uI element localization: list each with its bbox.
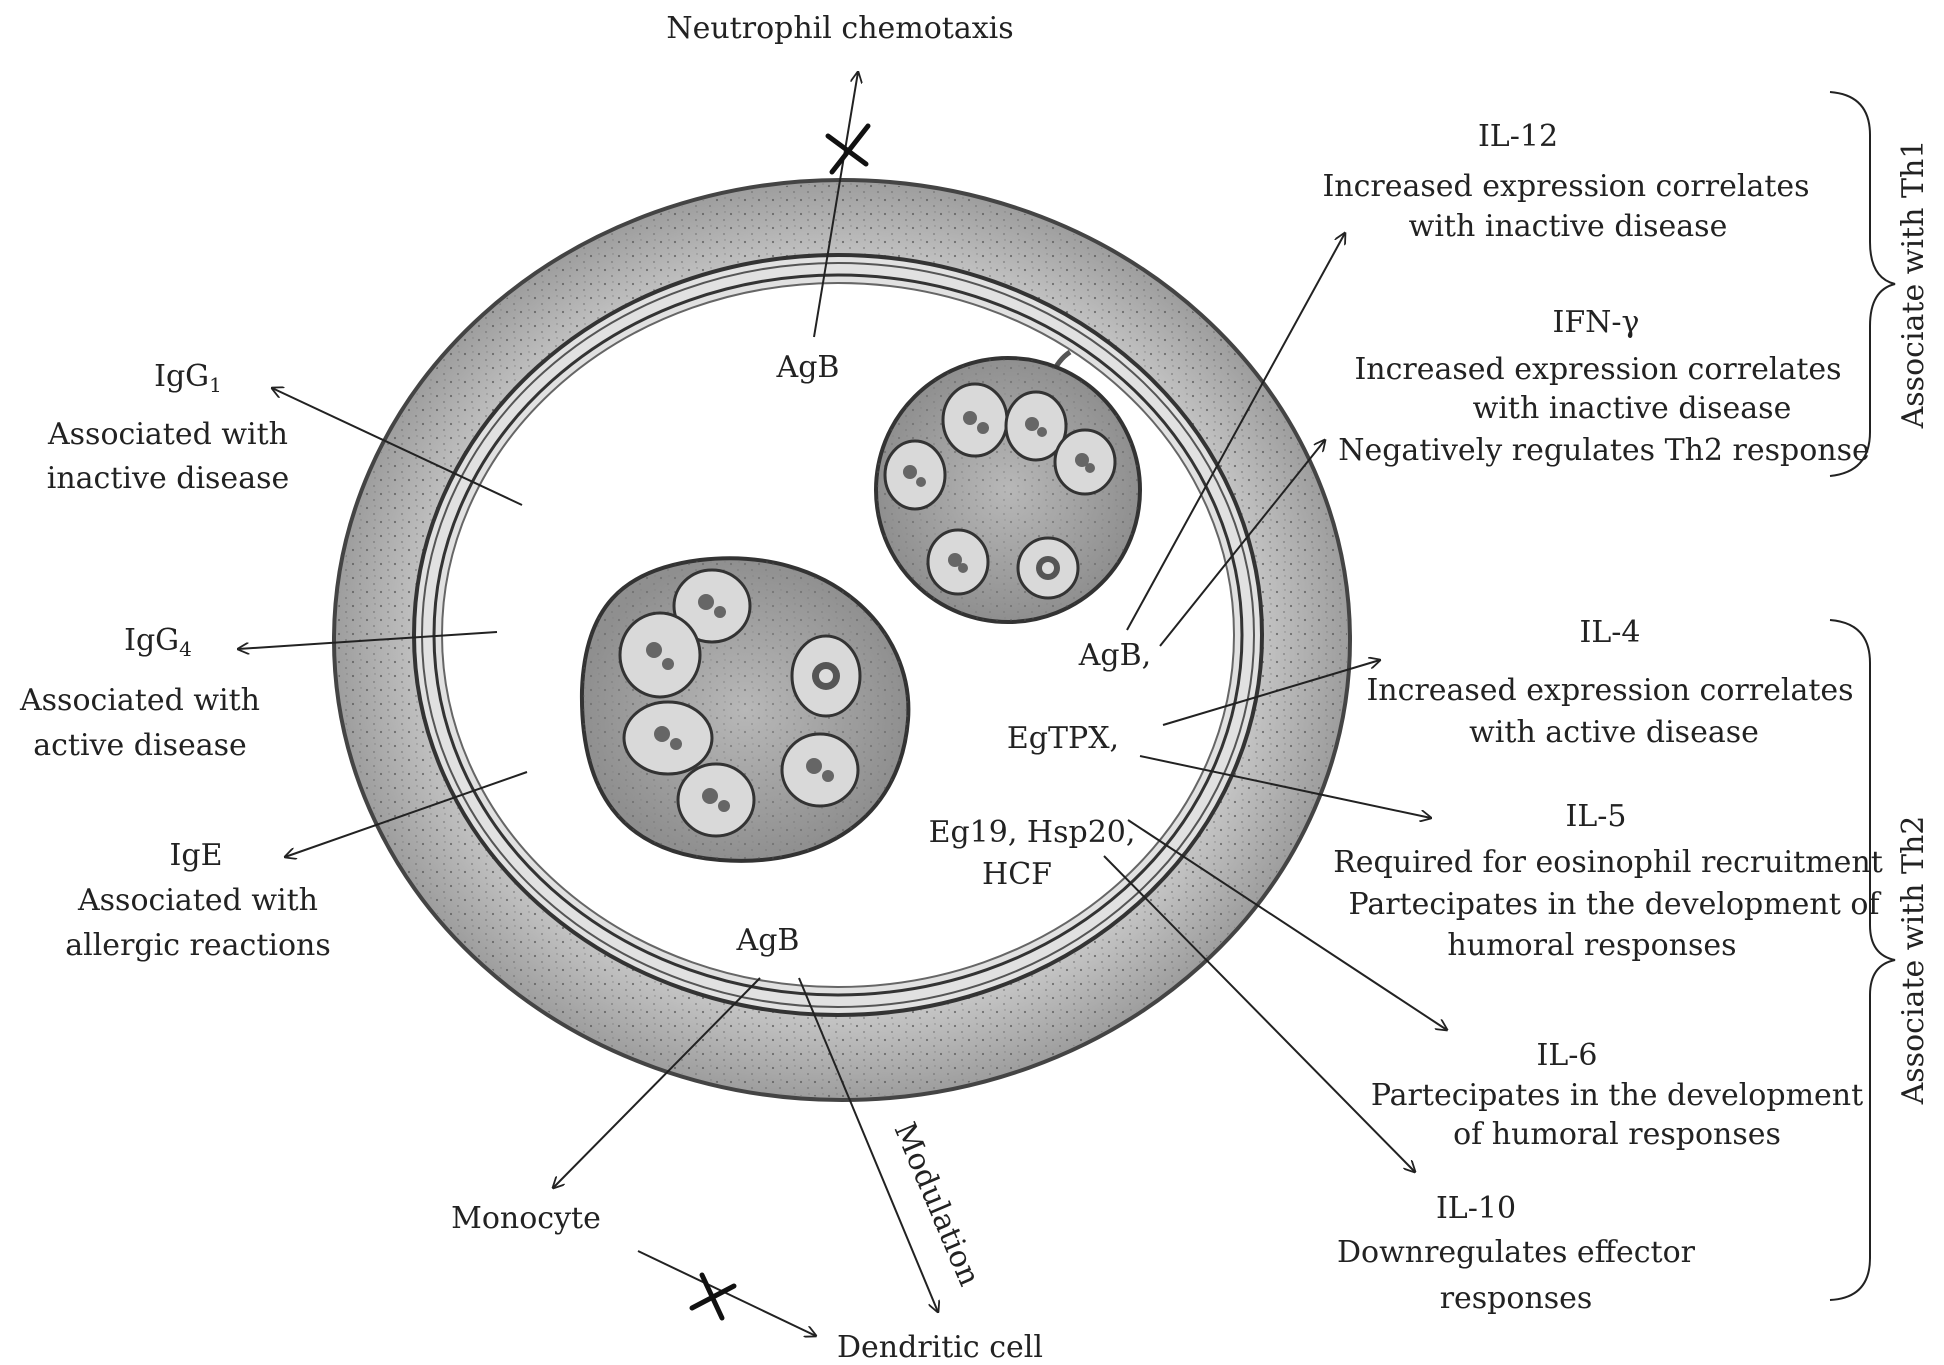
igg4-annotation: IgG4 Associated with active disease: [19, 623, 260, 763]
igg4-line2: active disease: [33, 728, 247, 763]
bracket-th1: [1830, 92, 1895, 476]
eg19-label-line1: Eg19, Hsp20,: [929, 815, 1136, 850]
il6-annotation: IL-6 Partecipates in the development of …: [1371, 1038, 1863, 1152]
egtpx-label: EgTPX,: [1007, 721, 1119, 756]
ige-annotation: IgE Associated with allergic reactions: [65, 838, 331, 963]
il10-line2: responses: [1440, 1281, 1593, 1316]
agb-inner-label: AgB,: [1078, 638, 1151, 673]
il5-line2: Partecipates in the development of: [1348, 887, 1881, 922]
il5-annotation: IL-5 Required for eosinophil recruitment…: [1333, 799, 1883, 963]
ifn-name: IFN-γ: [1553, 305, 1640, 340]
igg4-name: IgG4: [124, 623, 192, 661]
dendritic-cell-label: Dendritic cell: [837, 1330, 1043, 1360]
il6-line1: Partecipates in the development: [1371, 1078, 1863, 1113]
ifn-annotation: IFN-γ Increased expression correlates wi…: [1338, 305, 1870, 468]
ifn-line3: Negatively regulates Th2 response: [1338, 433, 1870, 468]
il4-name: IL-4: [1580, 615, 1641, 650]
bracket-th1-label: Associate with Th1: [1896, 140, 1931, 430]
il4-line1: Increased expression correlates: [1366, 673, 1853, 708]
hydatid-cyst: [334, 180, 1350, 1100]
bracket-th2-label: Associate with Th2: [1896, 816, 1931, 1106]
il12-annotation: IL-12 Increased expression correlates wi…: [1322, 119, 1809, 244]
igg1-line2: inactive disease: [47, 461, 289, 496]
il12-line2: with inactive disease: [1409, 209, 1728, 244]
arrow-monocyte-to-dendritic: [638, 1251, 816, 1336]
ige-name: IgE: [170, 838, 223, 873]
ifn-line2: with inactive disease: [1473, 391, 1792, 426]
il10-name: IL-10: [1436, 1191, 1516, 1226]
il10-annotation: IL-10 Downregulates effector responses: [1337, 1191, 1696, 1316]
agb-bottom-label: AgB: [736, 923, 800, 958]
agb-top-label: AgB: [776, 350, 840, 385]
igg1-name: IgG1: [154, 359, 222, 397]
il5-name: IL-5: [1566, 799, 1627, 834]
ige-line2: allergic reactions: [65, 928, 331, 963]
brood-capsule-lower: [582, 558, 908, 861]
ifn-line1: Increased expression correlates: [1354, 352, 1841, 387]
igg4-line1: Associated with: [19, 683, 260, 718]
il12-line1: Increased expression correlates: [1322, 169, 1809, 204]
ige-line1: Associated with: [77, 883, 318, 918]
il4-annotation: IL-4 Increased expression correlates wit…: [1366, 615, 1853, 750]
monocyte-label: Monocyte: [451, 1201, 601, 1236]
neutrophil-chemotaxis-label: Neutrophil chemotaxis: [666, 11, 1013, 46]
block-cross-dendritic: [692, 1275, 734, 1318]
il12-name: IL-12: [1478, 119, 1558, 154]
modulation-label: Modulation: [887, 1117, 987, 1291]
il5-line3: humoral responses: [1447, 928, 1736, 963]
igg1-annotation: IgG1 Associated with inactive disease: [47, 359, 289, 496]
il6-name: IL-6: [1537, 1038, 1598, 1073]
il4-line2: with active disease: [1469, 715, 1759, 750]
il5-line1: Required for eosinophil recruitment: [1333, 845, 1883, 880]
il10-line1: Downregulates effector: [1337, 1235, 1696, 1270]
il6-line2: of humoral responses: [1453, 1117, 1781, 1152]
igg1-line1: Associated with: [47, 417, 288, 452]
eg19-label-line2: HCF: [982, 857, 1052, 892]
bracket-th2: [1830, 620, 1895, 1300]
